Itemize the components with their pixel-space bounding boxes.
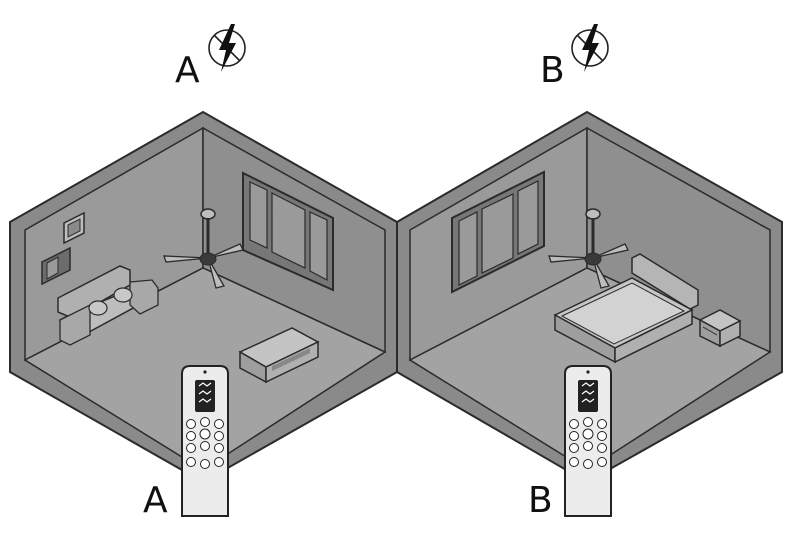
room-a-table	[238, 327, 320, 384]
remote-a-icon	[181, 365, 229, 517]
room-b-nightstand	[698, 309, 742, 348]
room-a-label: A	[175, 50, 200, 91]
remote-a-label: A	[143, 480, 168, 521]
room-b-label: B	[540, 50, 565, 91]
remote-b-label: B	[528, 480, 553, 521]
room-a-no-power-icon	[208, 24, 246, 72]
remote-b-icon	[564, 365, 612, 517]
room-a	[9, 110, 398, 484]
room-a-wall-socket	[63, 211, 85, 245]
room-a-sofa	[57, 265, 159, 346]
room-b-no-power-icon	[571, 24, 609, 72]
room-b-bed	[553, 253, 699, 364]
room-b-window	[451, 170, 545, 294]
room-b	[396, 110, 783, 484]
room-a-window	[242, 171, 334, 292]
room-b-ceiling-fan-icon	[548, 208, 629, 289]
room-a-ceiling-fan-icon	[163, 208, 244, 289]
room-a-wall-panel	[41, 246, 71, 286]
